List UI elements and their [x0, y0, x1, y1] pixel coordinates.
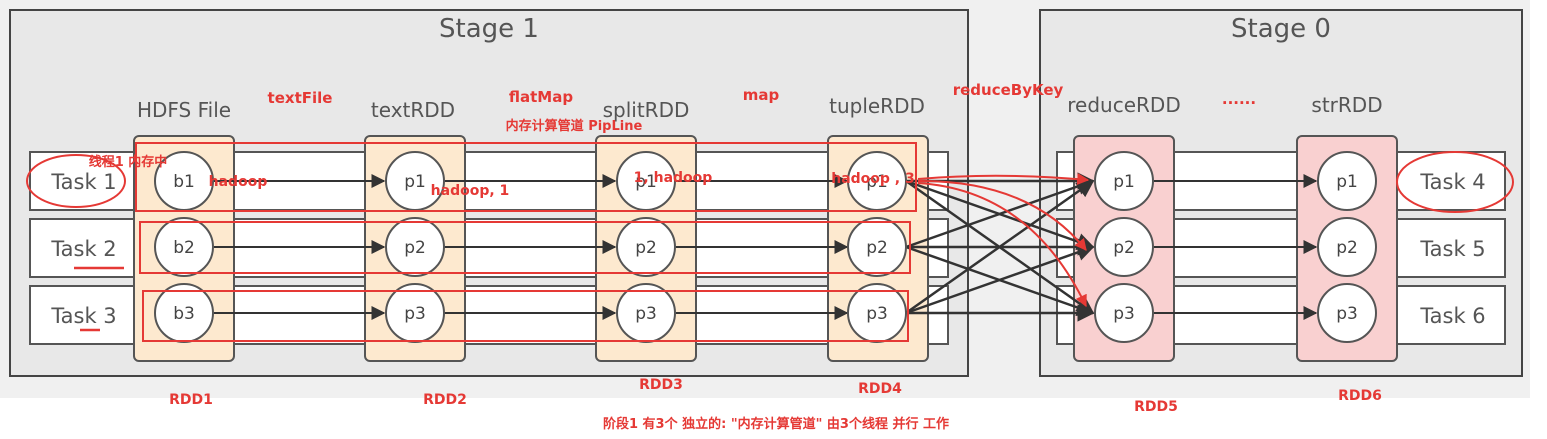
red-curve-to-p1 — [917, 173, 1090, 185]
data-1-hadoop: 1, hadoop — [634, 170, 713, 186]
partition-label: p2 — [866, 238, 888, 258]
partition-circle — [1317, 283, 1377, 343]
data-hadoop: hadoop — [209, 174, 268, 190]
rdd-4-title: tupleRDD — [829, 94, 925, 118]
partition-label: p3 — [1113, 304, 1135, 324]
red-curve-to-p3 — [917, 182, 1087, 308]
operator-reducebykey: reduceByKey — [953, 81, 1064, 99]
partition-circle — [616, 217, 676, 277]
partition-circle — [385, 217, 445, 277]
pipeline-note: 内存计算管道 PipLine — [506, 118, 643, 134]
rdd-number-4: RDD4 — [858, 381, 902, 397]
pipeline-2-highlight — [139, 221, 911, 274]
partition-label: p3 — [1336, 304, 1358, 324]
partition-label: p1 — [866, 172, 888, 192]
shuffle-arrows — [905, 172, 1095, 322]
partition-circles — [154, 151, 1377, 343]
operator-map: map — [743, 86, 780, 104]
shuffle-2-1 — [905, 177, 1095, 249]
rdd-number-2: RDD2 — [423, 392, 467, 408]
partition-label: p3 — [404, 304, 426, 324]
rdd-number-6: RDD6 — [1338, 388, 1382, 404]
pipeline-1-highlight — [135, 142, 917, 212]
partition-label: p2 — [1113, 238, 1135, 258]
footer-note: 阶段1 有3个 独立的: "内存计算管道" 由3个线程 并行 工作 — [603, 416, 949, 432]
partition-label: b1 — [173, 172, 195, 192]
partition-label: b3 — [173, 304, 195, 324]
red-curve-to-p2 — [917, 179, 1087, 251]
data-hadoop-1: hadoop, 1 — [431, 183, 510, 199]
pipeline-arrows — [214, 174, 1318, 320]
rdd-1-title: HDFS File — [137, 98, 231, 122]
task-4-label: Task 4 — [1419, 170, 1485, 194]
partition-label: p2 — [1336, 238, 1358, 258]
partition-label: p1 — [1113, 172, 1135, 192]
partition-label: p3 — [635, 304, 657, 324]
rdd-number-3: RDD3 — [639, 377, 683, 393]
shuffle-3-2 — [905, 243, 1095, 315]
task-2-label: Task 2 — [50, 237, 116, 261]
rdd-number-1: RDD1 — [169, 392, 213, 408]
task-4-circle — [1396, 151, 1514, 213]
operator-textfile: textFile — [268, 89, 333, 107]
partition-label: p2 — [404, 238, 426, 258]
rdd-2-title: textRDD — [371, 98, 455, 122]
pipeline-3-highlight — [142, 290, 909, 342]
operator-ellipsis: ...... — [1222, 90, 1256, 108]
task-1-circle — [26, 154, 126, 208]
task-5-label: Task 5 — [1419, 237, 1485, 261]
operator-flatmap: flatMap — [509, 88, 573, 106]
red-shuffle-curves — [917, 173, 1090, 308]
partition-circle — [847, 217, 907, 277]
partition-circle — [1317, 217, 1377, 277]
partition-label: p1 — [404, 172, 426, 192]
task-1-label: Task 1 — [50, 170, 116, 194]
partition-label: p3 — [866, 304, 888, 324]
partition-label: p1 — [635, 172, 657, 192]
partition-circle — [1094, 217, 1154, 277]
partition-circle — [154, 217, 214, 277]
partition-labels: b1 b2 b3 p1 p2 p3 p1 p2 p3 p1 p2 p3 p1 p… — [173, 172, 1358, 324]
partition-circle — [1317, 151, 1377, 211]
thread-note: 线程1 内存中 — [89, 154, 168, 170]
rdd-5-title: reduceRDD — [1067, 93, 1180, 117]
stage-1-title: Stage 1 — [439, 14, 539, 44]
partition-label: p1 — [1336, 172, 1358, 192]
task-3-label: Task 3 — [50, 304, 116, 328]
partition-label: b2 — [173, 238, 195, 258]
rdd-6-title: strRDD — [1311, 93, 1382, 117]
stage-0-title: Stage 0 — [1231, 14, 1331, 44]
rdd-3-title: splitRDD — [603, 98, 690, 122]
rdd-number-5: RDD5 — [1134, 399, 1178, 415]
partition-circle — [1094, 283, 1154, 343]
task-6-label: Task 6 — [1419, 304, 1485, 328]
partition-label: p2 — [635, 238, 657, 258]
shuffle-3-1 — [905, 179, 1095, 315]
partition-circle — [1094, 151, 1154, 211]
data-hadoop-3: hadoop , 3 — [831, 171, 915, 187]
pipeline-highlights — [135, 142, 917, 342]
